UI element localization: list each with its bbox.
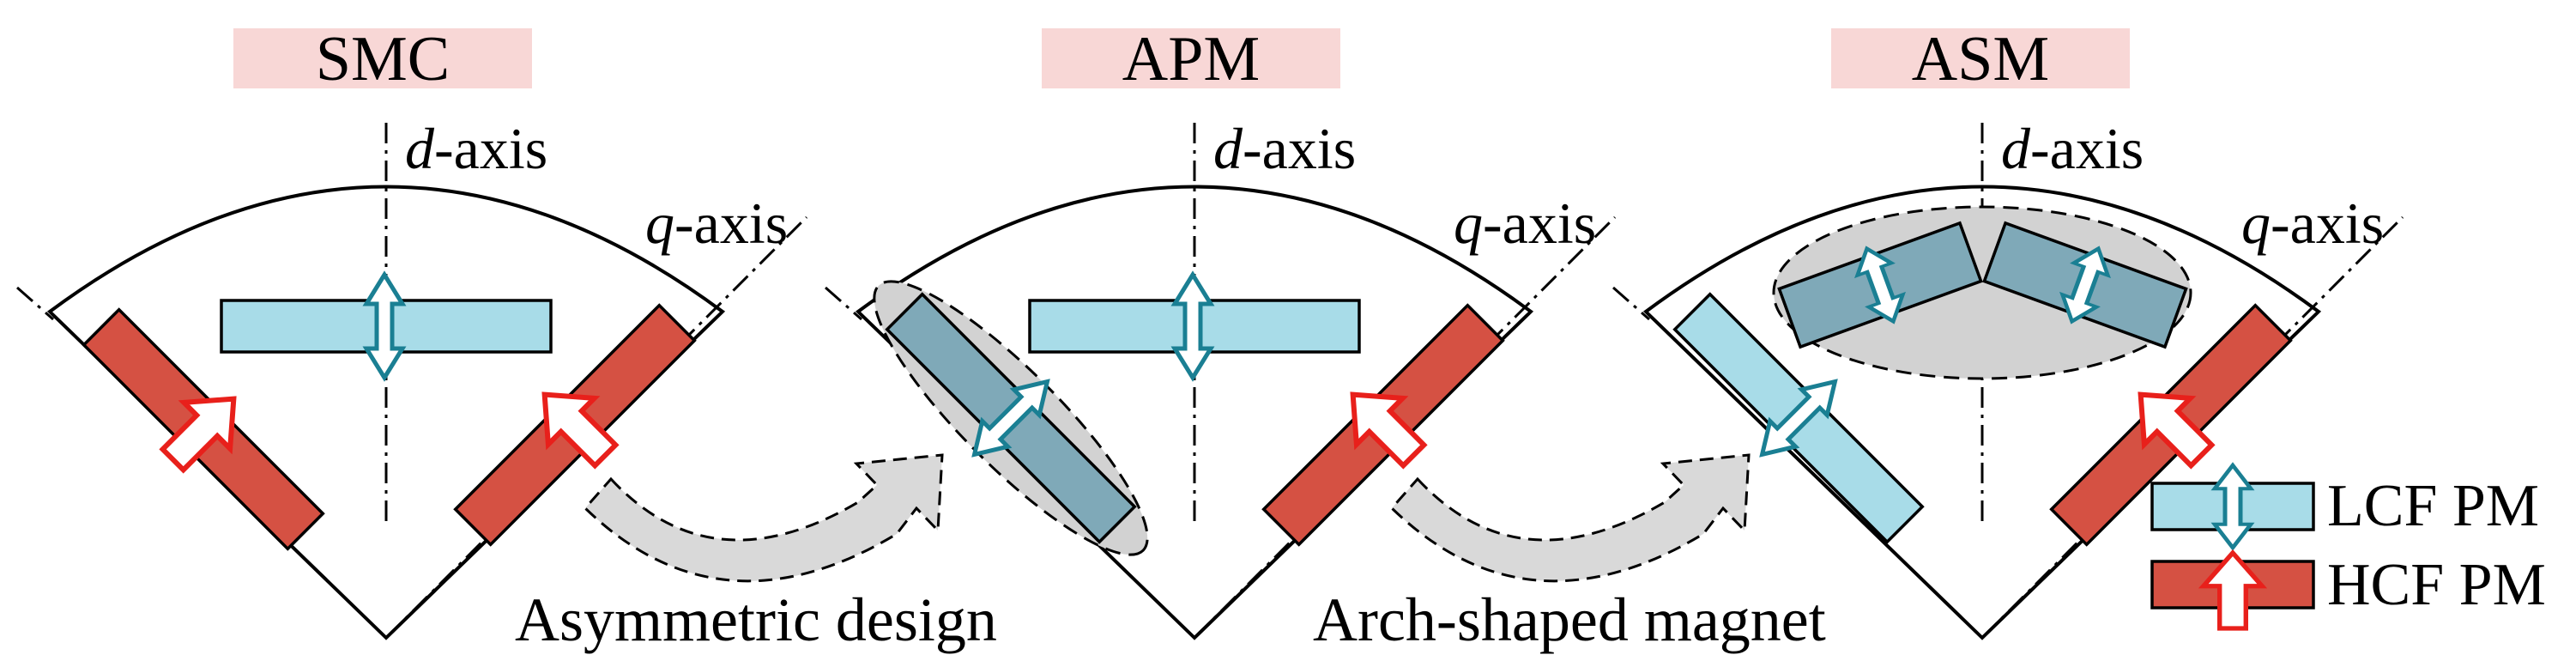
d-axis-label: d-axis <box>1213 116 1356 181</box>
d-axis-label: d-axis <box>2001 116 2144 181</box>
q-axis-label: q-axis <box>2241 191 2384 256</box>
arch-magnet-right <box>1982 221 2188 349</box>
lcf-magnet <box>1028 275 1361 378</box>
rotor-sector <box>46 185 726 640</box>
legend-hcf-label: HCF PM <box>2327 552 2546 618</box>
d-axis-label: d-axis <box>405 116 547 181</box>
highlight-region <box>1772 205 2192 380</box>
panel-title: APM <box>1122 24 1260 94</box>
panel-title: SMC <box>316 24 450 94</box>
hcf-magnet-right <box>2049 303 2293 547</box>
q-axis-label: q-axis <box>1454 191 1596 256</box>
transition-asymmetric: Asymmetric design <box>515 453 997 654</box>
panel-title-bg <box>1831 28 2130 88</box>
hcf-magnet-right <box>1261 303 1505 547</box>
transition-arch: Arch-shaped magnet <box>1313 453 1826 654</box>
q-axis-line <box>384 215 808 640</box>
transition-label: Arch-shaped magnet <box>1313 585 1826 654</box>
panel-title-bg <box>1042 28 1340 88</box>
hcf-magnet-left <box>82 307 325 551</box>
q-axis-label: q-axis <box>645 191 788 256</box>
rotor-sector <box>1642 185 2322 640</box>
lcf-magnet <box>220 275 553 378</box>
arch-magnet-left <box>1777 221 1983 349</box>
lcf-magnet-asymmetric <box>885 292 1137 544</box>
legend: LCF PM HCF PM <box>2150 465 2546 628</box>
panel-smc: SMC d-axis q-axis <box>16 24 808 640</box>
neg-q-axis-line <box>1612 286 1650 321</box>
neg-q-axis-line <box>825 286 862 321</box>
q-axis-line <box>1193 215 1617 640</box>
neg-q-axis-line <box>16 286 54 321</box>
legend-lcf-label: LCF PM <box>2327 473 2539 539</box>
legend-lcf: LCF PM <box>2150 465 2539 548</box>
q-axis-line <box>1980 215 2404 640</box>
transition-label: Asymmetric design <box>515 585 997 654</box>
panel-apm: APM d-axis q-axis <box>825 24 1617 640</box>
curved-arrow-icon <box>1389 453 1751 583</box>
rotor-sector <box>855 185 1534 640</box>
curved-arrow-icon <box>583 453 944 583</box>
legend-hcf: HCF PM <box>2150 552 2546 628</box>
lcf-magnet-asymmetric <box>1672 292 1925 544</box>
hcf-magnet-right <box>453 303 697 547</box>
panel-asm: ASM d-axis q-axis <box>1612 24 2404 640</box>
panel-title: ASM <box>1912 24 2049 94</box>
panel-title-bg <box>233 28 532 88</box>
